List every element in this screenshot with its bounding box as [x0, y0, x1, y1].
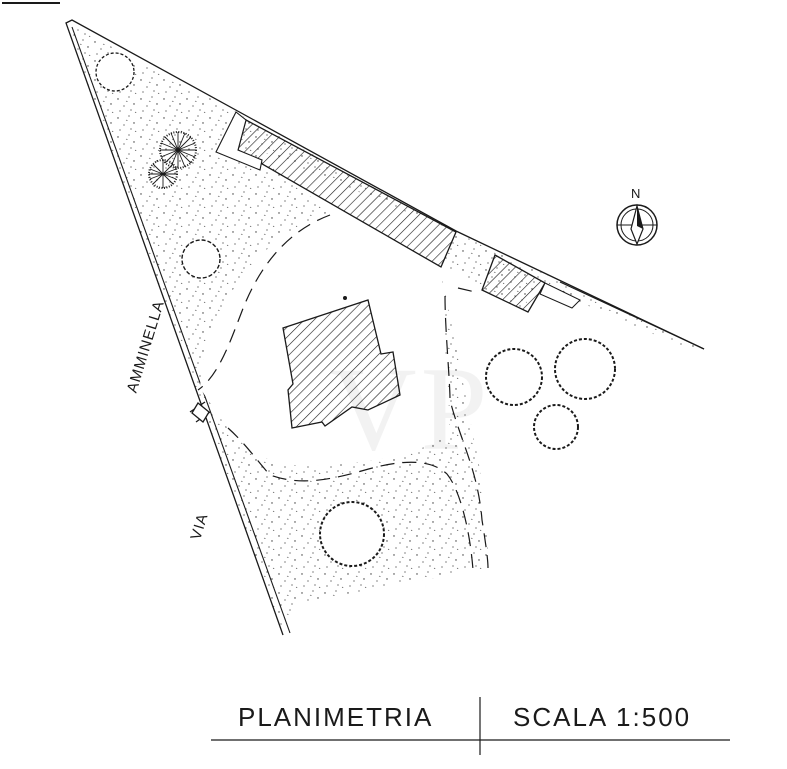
north-arrow-icon — [616, 203, 658, 246]
drawing-title: PLANIMETRIA — [238, 702, 434, 732]
watermark-logo: VP — [330, 342, 492, 475]
tree-large-south — [319, 501, 385, 567]
gate-marker — [189, 401, 211, 423]
small-outbuilding — [481, 254, 546, 313]
drawing-scale: SCALA 1:500 — [513, 702, 692, 732]
north-label: N — [631, 186, 642, 201]
tree-round-left — [181, 239, 221, 279]
main-house — [282, 299, 401, 429]
tree-medium-east-3 — [533, 404, 579, 450]
path-edges — [197, 214, 489, 571]
tree-large-east-2 — [554, 338, 616, 400]
survey-point — [343, 296, 347, 300]
small-outbuilding-annex — [539, 282, 581, 309]
long-outbuilding-annex — [215, 111, 263, 171]
tree-large-east-1 — [485, 348, 543, 406]
pine-tree-cluster — [148, 131, 197, 189]
tree-round-top-left — [95, 52, 135, 92]
